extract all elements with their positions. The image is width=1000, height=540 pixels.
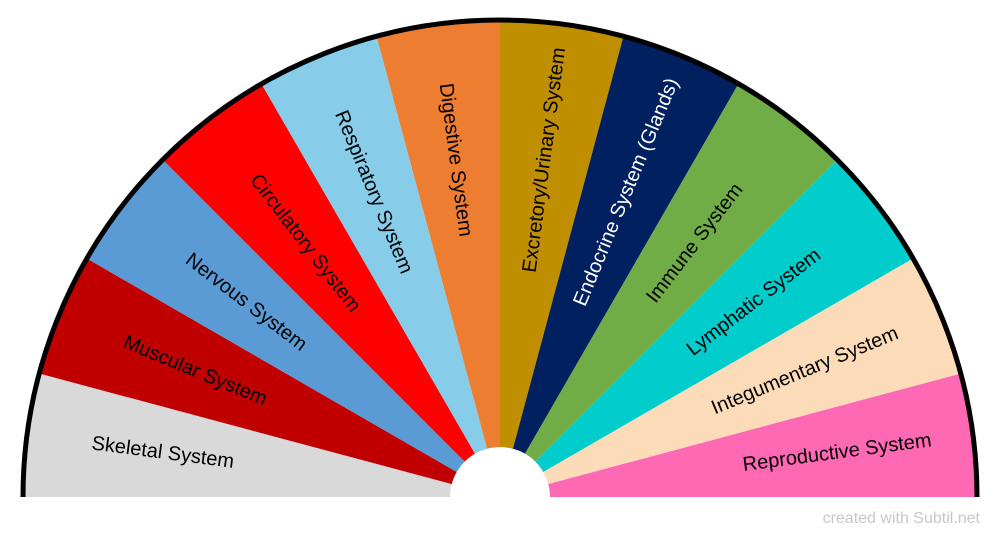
segment-endocrine-system-glands [500, 36, 739, 497]
segment-digestive-system [376, 19, 500, 497]
segment-circulatory-system [162, 83, 500, 497]
segment-lymphatic-system [500, 159, 914, 497]
center-hub [450, 447, 550, 540]
outer-rim [20, 17, 980, 498]
segment-respiratory-system [261, 36, 500, 497]
segments-layer [23, 19, 977, 497]
segment-muscular-system [39, 258, 500, 497]
watermark: created with Subtil.net [822, 510, 980, 527]
segment-reproductive-system [500, 373, 977, 497]
segment-skeletal-system [23, 373, 500, 497]
segment-nervous-system [86, 159, 500, 497]
segment-integumentary-system [500, 258, 961, 497]
segment-excretory-urinary-system [500, 20, 624, 497]
segment-immune-system [500, 83, 838, 497]
